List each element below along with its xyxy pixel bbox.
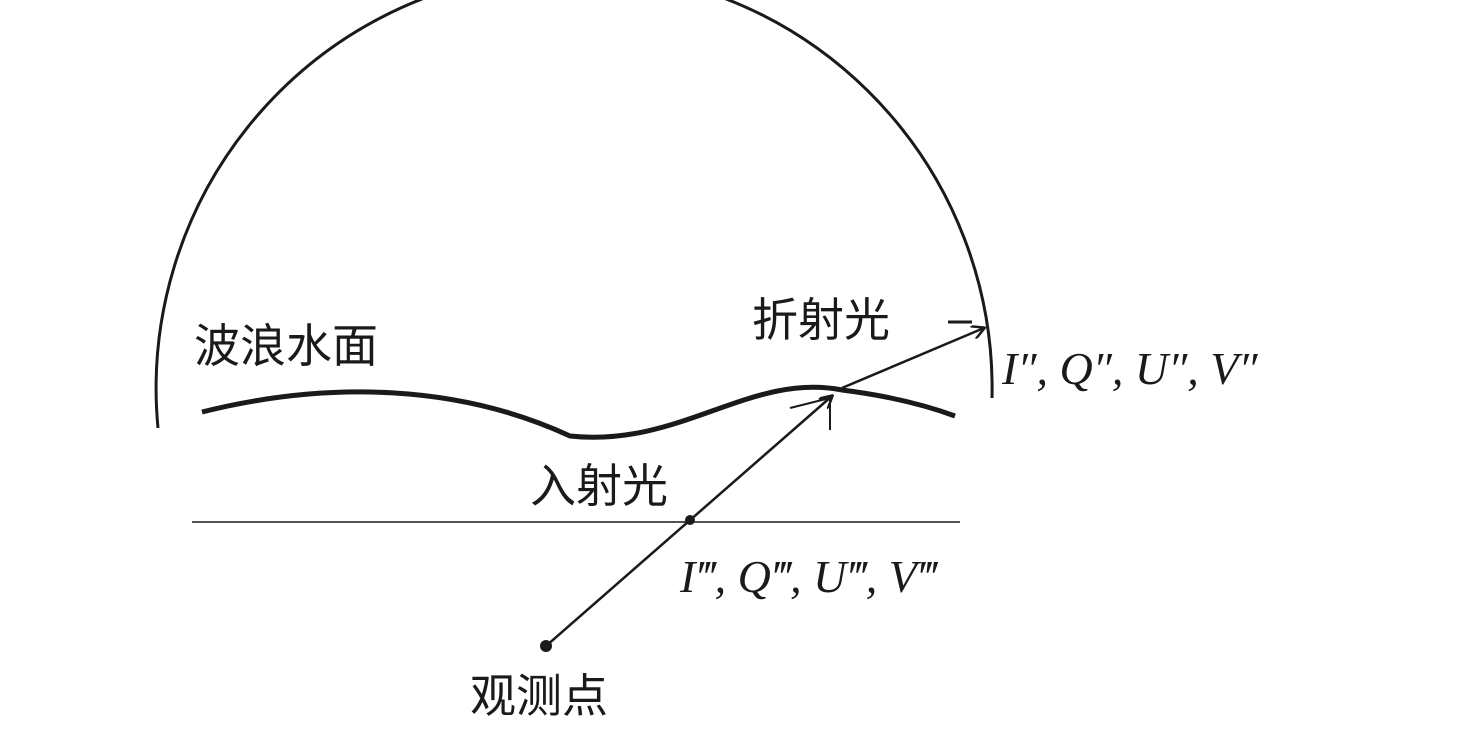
intersection-dot xyxy=(685,515,695,525)
incident-light-label: 入射光 xyxy=(530,459,668,513)
incident-tick-mark xyxy=(789,397,831,430)
refracted-ray xyxy=(841,328,984,390)
hemisphere-arc xyxy=(154,0,994,429)
stokes-refracted-label: I″, Q″, U″, V″ xyxy=(1001,343,1258,394)
refracted-light-label: 折射光 xyxy=(752,293,890,347)
stokes-incident-label: I‴, Q‴, U‴, V‴ xyxy=(679,551,939,602)
wave-surface-label: 波浪水面 xyxy=(194,319,378,373)
observation-point-label: 观测点 xyxy=(470,669,608,723)
wave-surface-curve xyxy=(201,384,956,440)
observation-point-dot xyxy=(540,640,552,652)
